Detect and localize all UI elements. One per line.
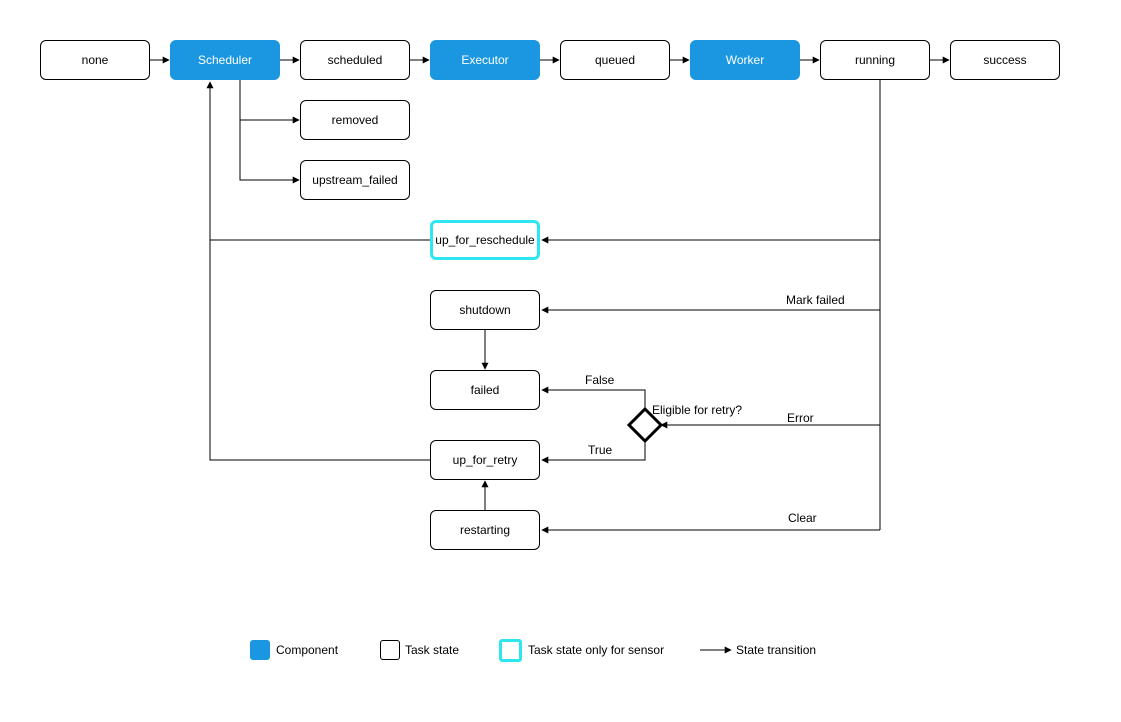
legend-transition-label: State transition (736, 643, 817, 657)
state-running: running (820, 40, 930, 80)
state-failed: failed (430, 370, 540, 410)
component-executor: Executor (430, 40, 540, 80)
state-up-for-reschedule: up_for_reschedule (430, 220, 540, 260)
edge-scheduler-upstream-failed (239, 120, 300, 184)
legend-sensor-swatch (499, 639, 522, 662)
label-true: True (588, 443, 613, 457)
label-eligible-for-retry: Eligible for retry? (652, 403, 743, 417)
edge-retry-scheduler (206, 81, 430, 461)
legend-component-label: Component (276, 643, 339, 657)
legend-task-state-label: Task state (405, 643, 460, 657)
state-restarting: restarting (430, 510, 540, 550)
legend-sensor-label: Task state only for sensor (528, 643, 665, 657)
state-upstream-failed: upstream_failed (300, 160, 410, 200)
label-error: Error (787, 411, 814, 425)
state-removed: removed (300, 100, 410, 140)
decision-diamond (626, 406, 664, 444)
edge-scheduler-removed (239, 80, 300, 124)
component-scheduler: Scheduler (170, 40, 280, 80)
label-mark-failed: Mark failed (786, 293, 845, 307)
state-up-for-retry: up_for_retry (430, 440, 540, 480)
state-shutdown: shutdown (430, 290, 540, 330)
state-scheduled: scheduled (300, 40, 410, 80)
state-queued: queued (560, 40, 670, 80)
state-success: success (950, 40, 1060, 80)
label-clear: Clear (788, 511, 817, 525)
component-worker: Worker (690, 40, 800, 80)
edge-decision-retry (541, 441, 646, 464)
legend-task-state-swatch (380, 640, 400, 660)
edge-decision-failed (541, 386, 646, 409)
state-none: none (40, 40, 150, 80)
label-false: False (585, 373, 615, 387)
legend-component-swatch (250, 640, 270, 660)
